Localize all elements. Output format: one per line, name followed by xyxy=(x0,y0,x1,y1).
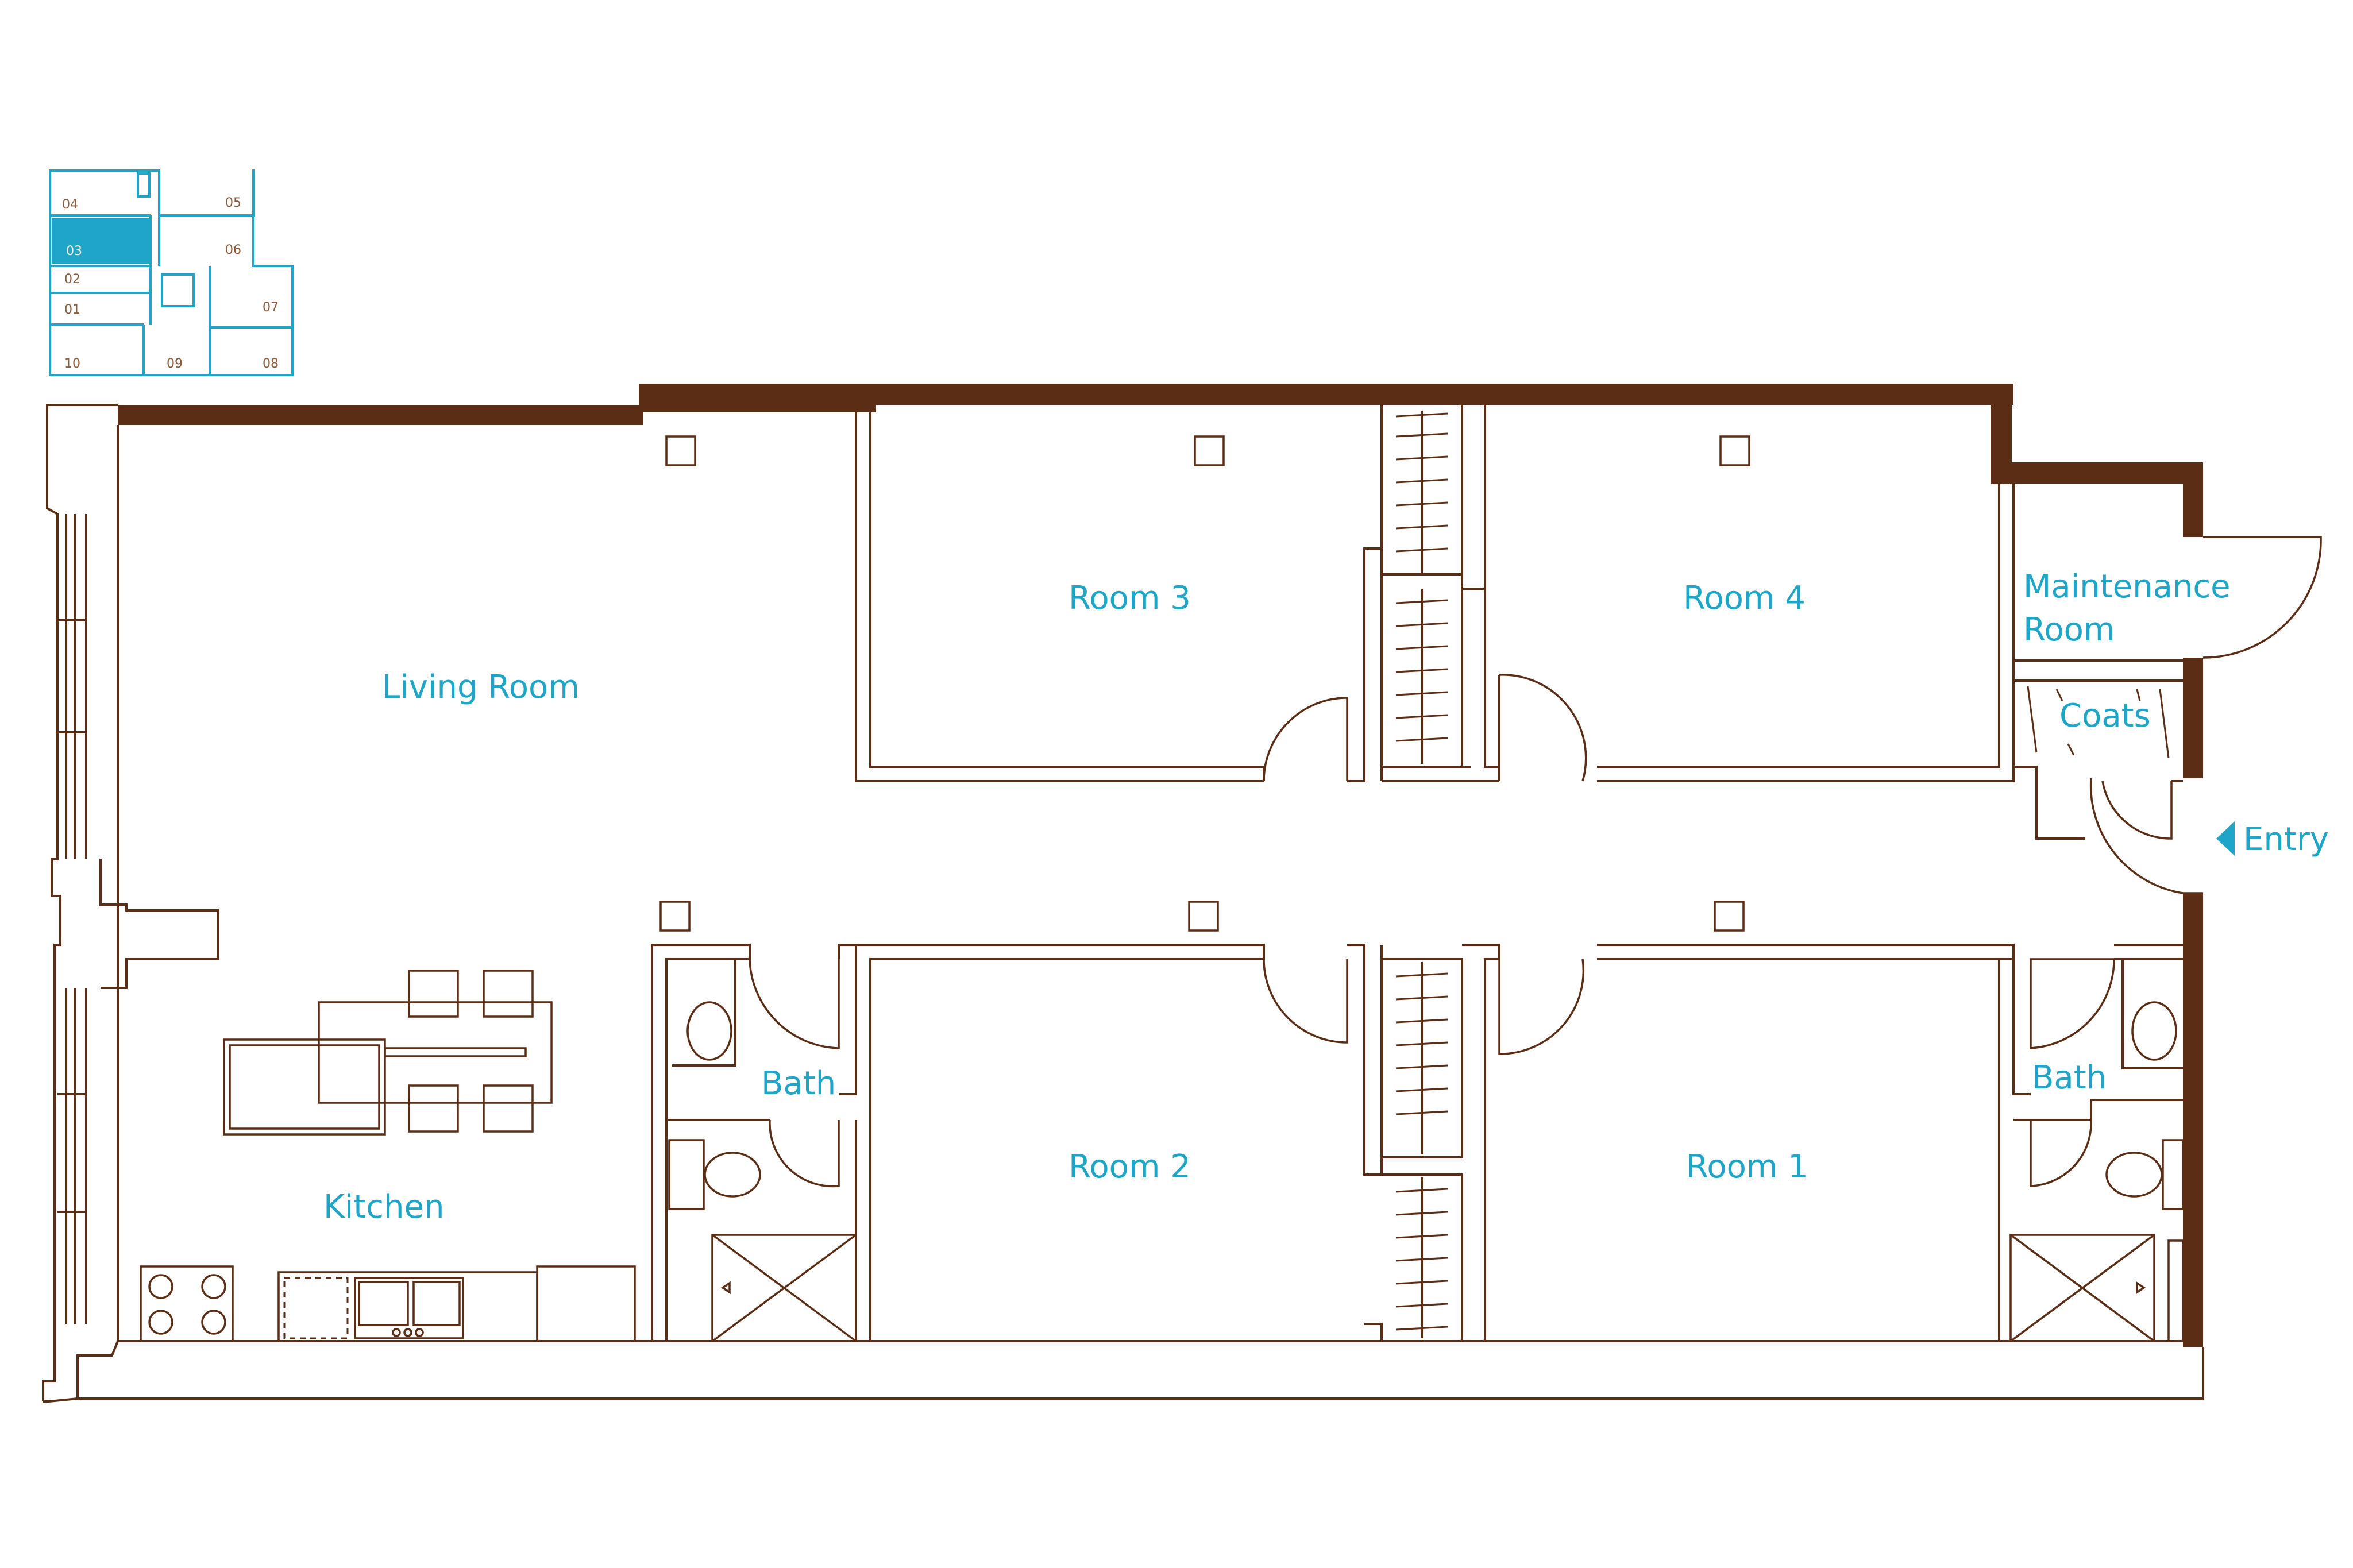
left-bath xyxy=(651,944,857,1342)
window-wall xyxy=(42,404,219,1403)
label-room-1: Room 1 xyxy=(1686,1148,1808,1185)
right-bath xyxy=(2009,944,2184,1342)
key-unit-04: 04 xyxy=(62,198,78,212)
closet-hangers-upper xyxy=(1395,411,1448,764)
label-bath-left: Bath xyxy=(761,1065,836,1102)
chair xyxy=(408,970,459,1018)
entry-area-walls xyxy=(2012,484,2322,894)
key-unit-10: 10 xyxy=(64,357,80,371)
label-coats: Coats xyxy=(2059,697,2151,735)
label-maintenance-room-2: Room xyxy=(2023,611,2115,648)
closet-hangers-lower xyxy=(1395,962,1448,1338)
chair xyxy=(483,1084,534,1133)
key-unit-08: 08 xyxy=(263,357,279,371)
label-room-2: Room 2 xyxy=(1069,1148,1191,1185)
key-unit-06: 06 xyxy=(225,243,241,257)
key-unit-selected xyxy=(52,218,151,264)
label-room-3: Room 3 xyxy=(1069,580,1191,617)
label-maintenance-room-1: Maintenance xyxy=(2023,568,2231,605)
key-unit-09: 09 xyxy=(167,357,183,371)
chair xyxy=(408,1084,459,1133)
label-bath-right: Bath xyxy=(2032,1059,2107,1096)
label-entry: Entry xyxy=(2243,821,2329,858)
key-unit-02: 02 xyxy=(64,272,80,287)
key-unit-01: 01 xyxy=(64,303,80,317)
kitchen-island xyxy=(223,970,553,1136)
upper-rooms-walls xyxy=(855,405,2015,782)
exterior-walls xyxy=(118,384,2203,1347)
key-unit-05: 05 xyxy=(225,196,241,210)
coat-hangers xyxy=(2027,686,2170,759)
key-unit-03: 03 xyxy=(66,244,82,258)
entry-arrow-icon xyxy=(2216,821,2235,856)
label-kitchen: Kitchen xyxy=(323,1188,444,1226)
columns xyxy=(659,435,1750,932)
label-living-room: Living Room xyxy=(382,669,580,706)
kitchen-counter xyxy=(140,1265,636,1342)
lower-rooms-walls xyxy=(847,944,2015,1341)
key-plan: 04 05 03 06 02 01 07 10 09 08 xyxy=(49,169,294,376)
label-room-4: Room 4 xyxy=(1683,580,1806,617)
bottom-wall xyxy=(78,1340,2204,1400)
key-unit-07: 07 xyxy=(263,300,279,315)
room-labels: Living Room Room 3 Room 4 Maintenance Ro… xyxy=(323,568,2329,1226)
chair xyxy=(483,970,534,1018)
